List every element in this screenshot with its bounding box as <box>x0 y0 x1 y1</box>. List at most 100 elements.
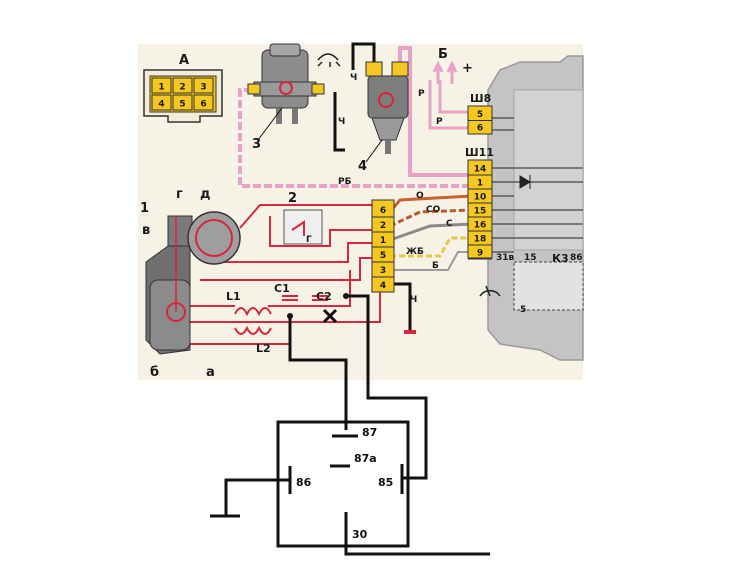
left-connector-pin-label: 4 <box>380 281 386 291</box>
connector-a-pin-box <box>193 77 214 94</box>
sh11-internal-lines <box>492 117 583 253</box>
relay-label-87: 87 <box>362 426 377 439</box>
connector-a-pins: 1 2 3 4 5 6 <box>151 77 214 111</box>
left-connector-pin-label: 3 <box>380 266 386 276</box>
connector-a-pin-label: 1 <box>158 83 164 93</box>
label-d: д <box>200 187 211 202</box>
relay-wire-87 <box>288 316 348 430</box>
black-wire-ch-2 <box>333 92 345 152</box>
wire-label-rb: РБ <box>338 177 352 187</box>
black-wire-ground <box>390 282 412 330</box>
diode-icon <box>519 175 531 189</box>
label-l2: L2 <box>256 342 271 355</box>
label-g: г <box>176 187 183 202</box>
red-wire-6 <box>190 284 381 323</box>
connector-a-pin-label: 6 <box>200 100 206 110</box>
label-k3: К3 <box>552 252 569 265</box>
connector-a-pin-label: 2 <box>179 83 185 93</box>
wire-label-zhb: ЖБ <box>406 247 424 257</box>
left-connector-pin-label: 6 <box>380 206 386 216</box>
leader-4 <box>365 139 383 163</box>
relay-wire-85 <box>348 294 428 480</box>
wire-label-86: 86 <box>570 253 583 263</box>
wire-label-15: 15 <box>524 253 537 263</box>
pink-wire-rb <box>238 88 470 188</box>
wiper-icon <box>479 285 501 297</box>
brown-wire-so <box>389 208 473 228</box>
connector-a-title: А <box>179 53 189 68</box>
relay-label-85: 85 <box>378 476 393 489</box>
wire-label-ch2: Ч <box>338 117 345 127</box>
junction-dot-c2 <box>343 293 349 299</box>
wiper-motor <box>145 211 241 355</box>
sh11-pin-label: 9 <box>477 249 483 259</box>
connector-a-pin-box <box>193 94 214 111</box>
wire-label-ch3: Ч <box>410 295 417 305</box>
relay-box <box>276 420 410 548</box>
label-a: а <box>206 365 215 380</box>
pink-wire-sh8 <box>428 80 468 130</box>
wire-label-ch1: Ч <box>350 73 357 83</box>
wire-label-31b: 31в <box>496 253 515 263</box>
red-wire-4 <box>200 257 376 281</box>
wire-label-b: Б <box>432 261 439 271</box>
switch-2 <box>283 209 323 245</box>
connector-a-pin-box <box>172 77 193 94</box>
k3-relay-body <box>513 261 584 311</box>
cut-mark-x <box>322 308 338 324</box>
inductor-l2 <box>234 325 272 335</box>
label-b: б <box>150 365 159 380</box>
sh11-pin-label: 18 <box>474 235 487 245</box>
label-1: 1 <box>140 201 149 216</box>
wire-label-g-switch: Г <box>306 235 312 245</box>
label-c1: C1 <box>274 282 290 295</box>
sh11-pin-label: 1 <box>477 179 483 189</box>
sh11-pin-label: 15 <box>474 207 487 217</box>
left-connector-pin-label: 5 <box>380 251 386 261</box>
left-connector-pin-label: 2 <box>380 221 386 231</box>
sh11-title: Ш11 <box>465 146 494 159</box>
relay-label-87a: 87а <box>354 452 377 465</box>
pink-wire-sh8-b <box>438 80 468 114</box>
left-connector-pins: 6 2 1 5 3 4 <box>372 206 394 293</box>
sh8-pin-label: 6 <box>477 124 483 134</box>
washer-pump-3 <box>253 43 317 124</box>
relay-wire-86-ground <box>210 478 290 518</box>
wire-label-so: СО <box>426 205 441 215</box>
label-v: в <box>142 223 150 238</box>
pump-connector-left <box>247 83 261 95</box>
connector-a-pin-label: 3 <box>200 83 206 93</box>
sh11-body <box>467 159 493 259</box>
valve-4 <box>365 61 409 154</box>
relay-label-30: 30 <box>352 528 368 541</box>
white-wire-b <box>390 251 472 271</box>
connector-a-pin-label: 4 <box>158 100 164 110</box>
label-c2: C2 <box>316 290 332 303</box>
arrow-b-icon <box>432 60 444 84</box>
sh8-pin-label: 5 <box>477 110 483 120</box>
wire-label-s: С <box>446 219 453 229</box>
connector-a <box>143 69 223 123</box>
connector-a-pin-label: 5 <box>179 100 185 110</box>
red-wire-1 <box>239 204 376 229</box>
wire-label-b-top: Б <box>438 47 448 62</box>
sh8-pins: 56 <box>468 110 492 135</box>
relay-wire-30 <box>344 512 490 556</box>
sh11-pin-label: 14 <box>474 165 487 175</box>
label-3: 3 <box>252 137 261 152</box>
label-l1: L1 <box>226 290 241 303</box>
connector-a-pin-box <box>172 94 193 111</box>
left-connector-pin-label: 1 <box>380 236 386 246</box>
leader-3 <box>257 107 283 141</box>
grey-wire-s <box>389 222 473 242</box>
ground-mark-right <box>404 330 416 334</box>
control-unit-inner <box>513 89 584 251</box>
wire-label-5: 5 <box>520 305 526 315</box>
capacitor-c2 <box>312 295 328 301</box>
junction-dot-c1 <box>287 313 293 319</box>
label-4: 4 <box>358 159 367 174</box>
connector-a-pin-box <box>151 77 172 94</box>
black-wire-ch-1 <box>351 42 376 70</box>
yellow-wire-zhb <box>390 236 472 258</box>
